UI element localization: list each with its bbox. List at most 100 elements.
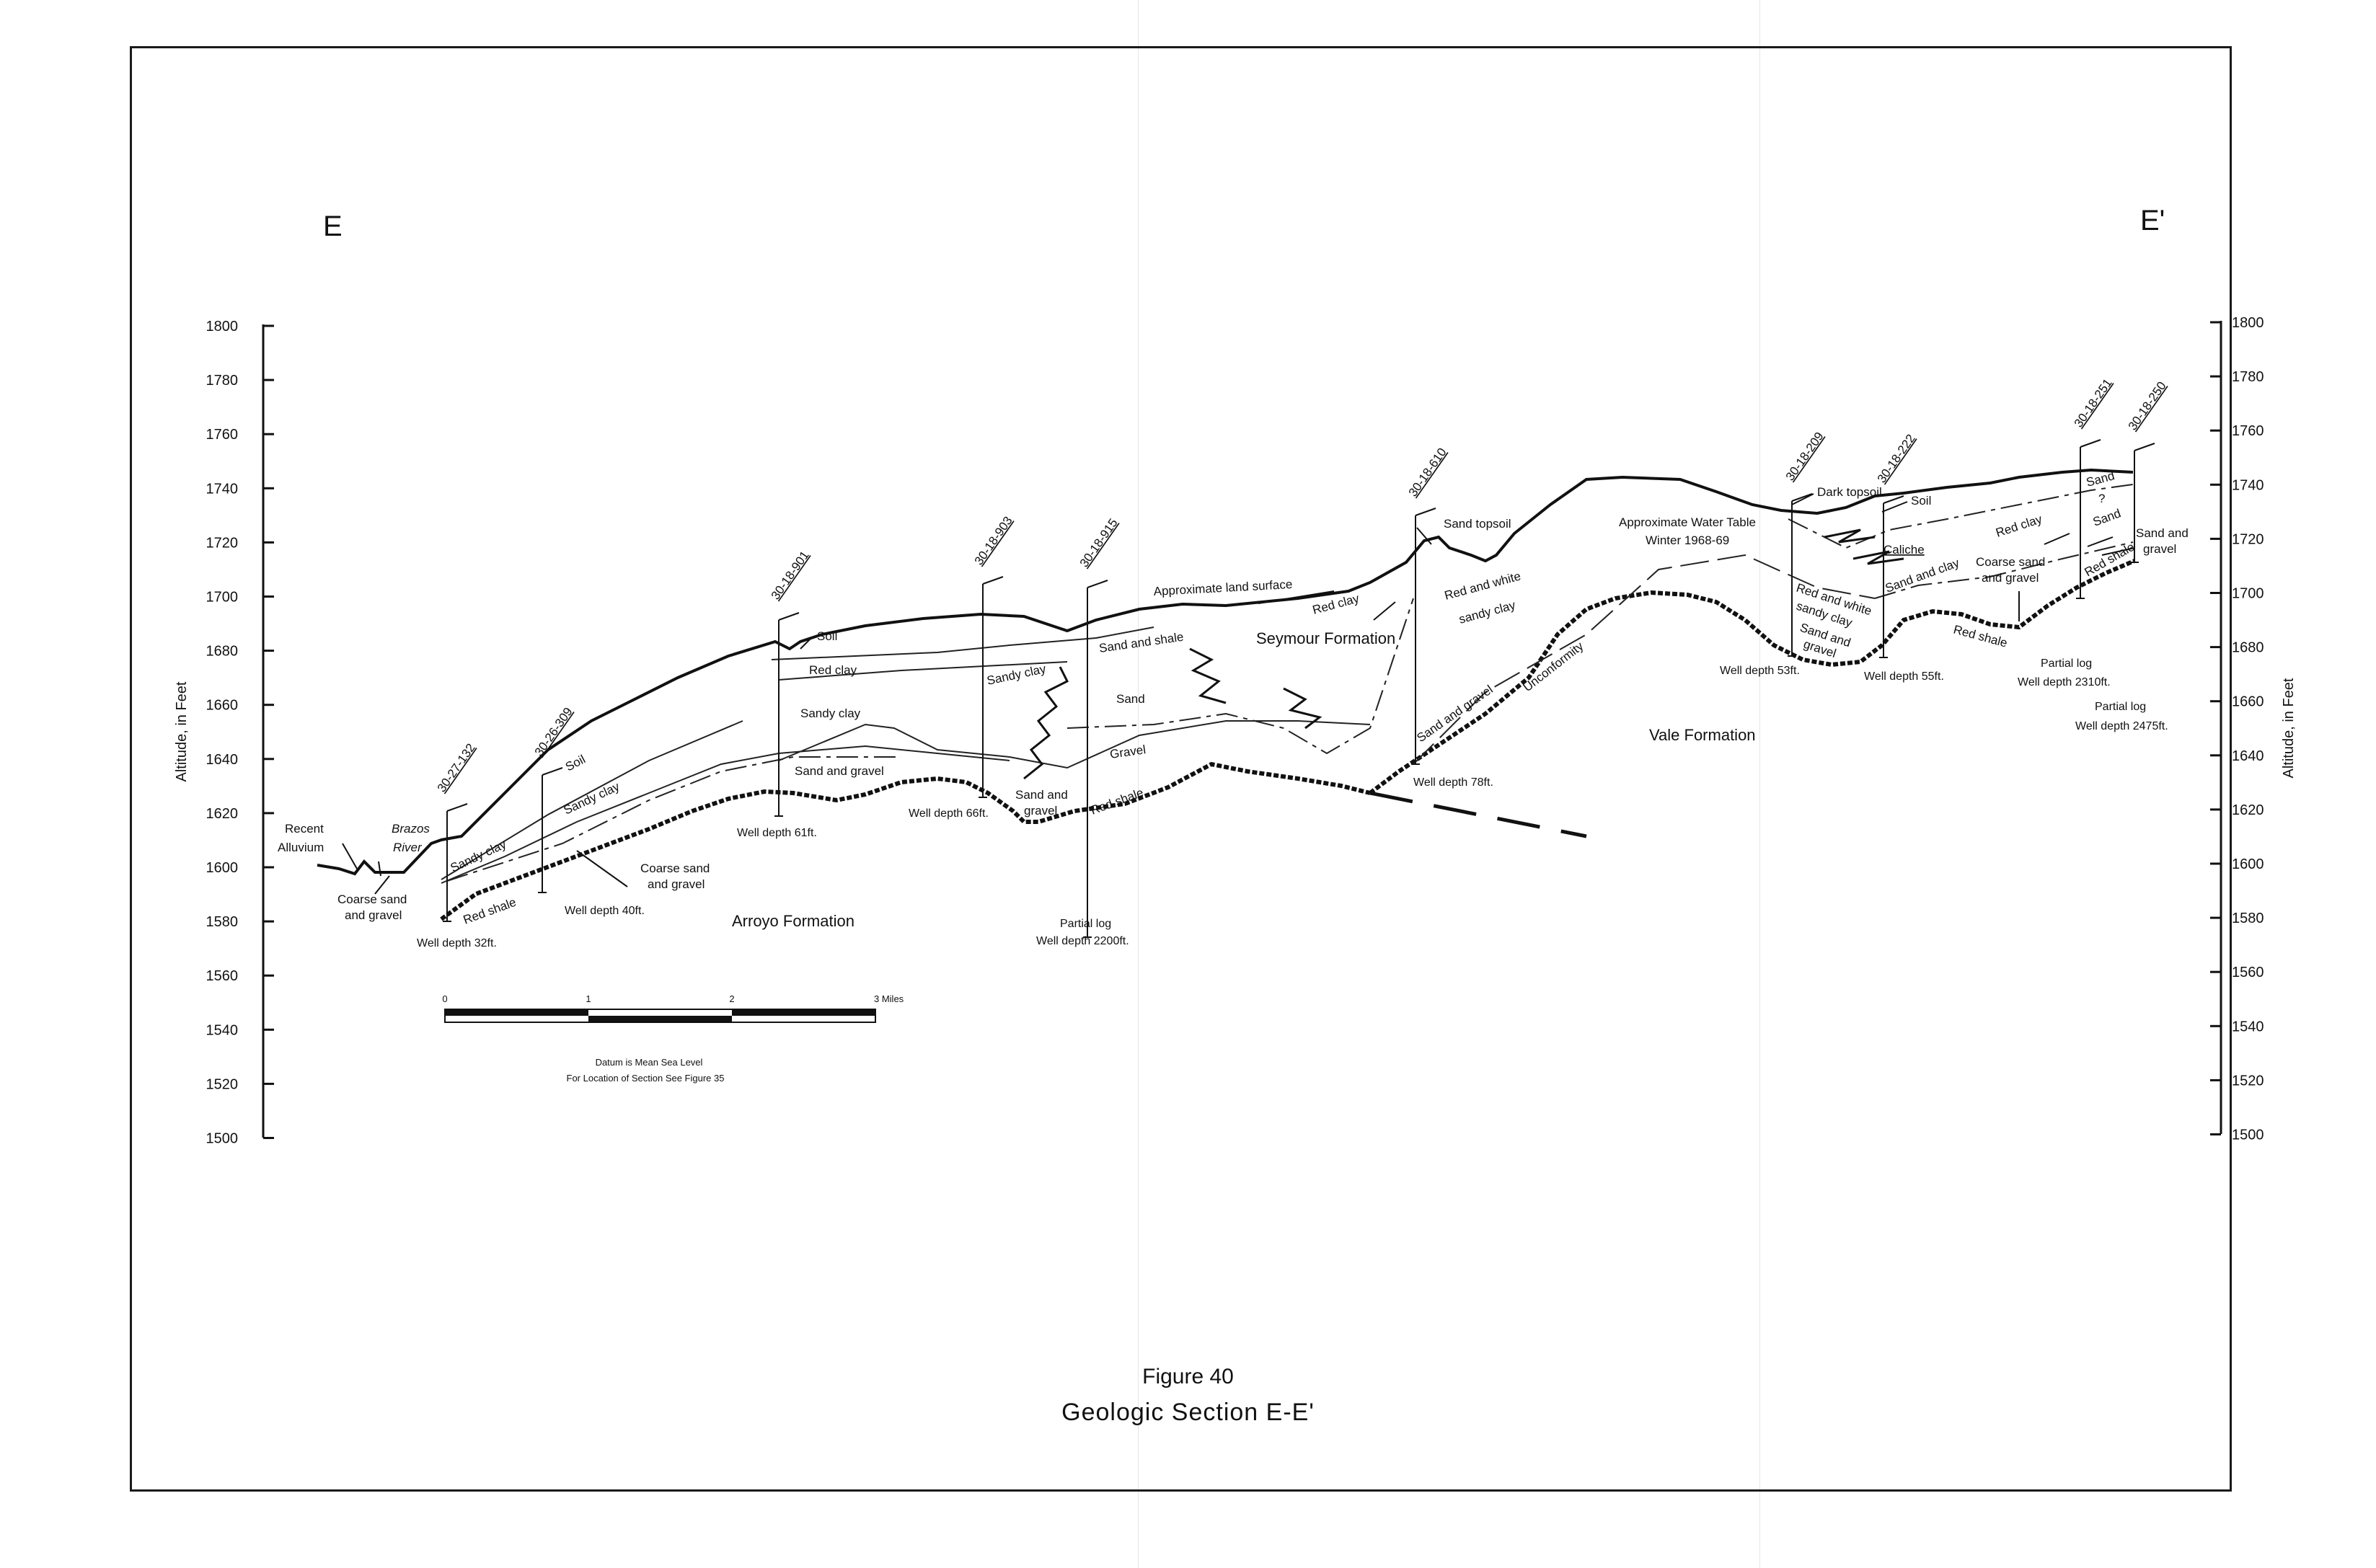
left-axis-tick-label: 1780: [206, 373, 239, 389]
right-axis-tick-label: 1800: [2232, 315, 2264, 331]
annotation-approx-land-surface: Approximate land surface: [1153, 577, 1293, 598]
annotation-sand-and-clay: Sand and clay: [1883, 556, 1961, 595]
sand-lens-zigzags: [1023, 528, 1904, 780]
well-id-label: 30-18-222: [1875, 432, 1918, 485]
annotation-river: River: [393, 841, 423, 854]
scale-tick-3: 3 Miles: [874, 993, 904, 1004]
well-id-label: 30-26-309: [532, 705, 575, 758]
right-axis-tick-label: 1500: [2232, 1128, 2264, 1143]
left-axis-tick-label: 1620: [206, 806, 239, 822]
fold-crease: [1759, 0, 1760, 1568]
datum-note: Datum is Mean Sea Level: [596, 1057, 703, 1068]
annotation-red-and-white-1: Red and white: [1443, 569, 1522, 602]
annotation-sand-topsoil: Sand topsoil: [1444, 517, 1511, 531]
well-id-label: 30-18-251: [2072, 376, 2115, 430]
right-axis-tick-label: 1540: [2232, 1019, 2264, 1035]
annotation-sandy-clay-5: sandy clay: [1457, 598, 1517, 626]
section-end-right-label: E': [2140, 205, 2165, 236]
right-axis-tick-label: 1520: [2232, 1073, 2264, 1089]
well-label-leader: [2080, 439, 2101, 448]
figure-number: Figure 40: [1142, 1365, 1234, 1388]
well-id-label: 30-18-915: [1077, 516, 1121, 570]
left-axis-tick-label: 1640: [206, 752, 239, 768]
annotation-red-shale-2: Red shale: [1089, 786, 1145, 818]
well-id-label: 30-18-903: [972, 514, 1015, 567]
scale-tick-2: 2: [729, 993, 734, 1004]
annotation-sand-3: Sand: [2091, 506, 2123, 528]
stratigraphic-contacts: [441, 484, 2134, 884]
right-axis-tick-label: 1780: [2232, 369, 2264, 385]
right-axis-tick-label: 1640: [2232, 748, 2264, 764]
annotation-brazos: Brazos: [392, 822, 430, 836]
well-label-leader: [542, 767, 563, 776]
annotation-red-shale-1: Red shale: [461, 895, 518, 927]
left-axis-tick-label: 1600: [206, 860, 239, 876]
bedrock-surface-line-east: [1369, 559, 2136, 795]
left-axis-tick-label: 1500: [206, 1131, 239, 1147]
annotation-gravel-2: Gravel: [1109, 743, 1147, 761]
left-axis-tick-label: 1760: [206, 427, 239, 443]
projected-bedrock-line: [1369, 791, 1587, 838]
annotation-dark-topsoil: Dark topsoil: [1817, 485, 1882, 499]
annotation-approx-water-table: Approximate Water Table: [1619, 515, 1756, 529]
well-label-leader: [1883, 495, 1904, 504]
left-axis-tick-label: 1740: [206, 481, 239, 497]
left-axis-tick-label: 1520: [206, 1076, 239, 1092]
figure-border: [130, 46, 2232, 1492]
formation-seymour: Seymour Formation: [1256, 629, 1395, 647]
section-end-left-label: E: [323, 211, 343, 242]
annotation-and-gravel-2: and gravel: [648, 877, 705, 891]
annotation-recent: Recent: [285, 822, 324, 836]
left-axis-tick-label: 1700: [206, 590, 239, 606]
annotation-sandy-clay-2: Sandy clay: [562, 779, 622, 818]
right-axis-tick-label: 1720: [2232, 531, 2264, 547]
land-surface-line: [317, 468, 2134, 876]
well-id-label: 30-18-901: [769, 549, 812, 602]
well-depth-label: Well depth 2475ft.: [2075, 720, 2168, 732]
well-label-leader: [2134, 443, 2155, 451]
leader-lines: [342, 493, 2135, 895]
well-partial-log-label: Partial log: [2041, 657, 2092, 670]
well-partial-log-label: Partial log: [2095, 701, 2146, 713]
right-axis-tick-label: 1760: [2232, 423, 2264, 439]
annotation-soil-1: Soil: [563, 752, 588, 774]
annotation-and-gravel-3: and gravel: [1982, 571, 2039, 585]
annotation-gravel-1: gravel: [1024, 804, 1057, 818]
annotation-and-gravel-left: and gravel: [345, 908, 402, 922]
annotation-soil-3: Soil: [1911, 494, 1931, 508]
right-axis-tick-label: 1680: [2232, 640, 2264, 656]
annotation-gravel-4: gravel: [2143, 542, 2176, 556]
scale-tick-1: 1: [586, 993, 591, 1004]
well-id-label: 30-27-132: [435, 741, 478, 794]
right-axis-tick-label: 1660: [2232, 694, 2264, 710]
right-axis-tick-label: 1700: [2232, 586, 2264, 602]
well-partial-log-label: Partial log: [1060, 918, 1111, 930]
right-altitude-axis: 1800178017601740172017001680166016401620…: [2210, 315, 2297, 1143]
well-label-leader: [778, 612, 800, 621]
well-depth-label: Well depth 61ft.: [737, 827, 817, 839]
annotation-sand-and-shale: Sand and shale: [1098, 630, 1185, 655]
left-axis-tick-label: 1660: [206, 698, 239, 714]
formation-labels: Arroyo Formation Seymour Formation Vale …: [732, 629, 1756, 930]
annotation-coarse-sand-left: Coarse sand: [337, 892, 407, 906]
annotation-winter: Winter 1968-69: [1646, 533, 1729, 547]
location-note: For Location of Section See Figure 35: [567, 1073, 725, 1084]
annotation-sand-1: Sand: [1116, 692, 1145, 706]
left-axis-tick-label: 1800: [206, 319, 239, 335]
formation-vale: Vale Formation: [1649, 726, 1756, 744]
left-axis-tick-label: 1540: [206, 1022, 239, 1038]
left-axis-tick-label: 1720: [206, 535, 239, 551]
well-depth-label: Well depth 66ft.: [909, 807, 989, 820]
annotation-caliche: Caliche: [1883, 543, 1925, 557]
right-axis-tick-label: 1600: [2232, 856, 2264, 872]
annotation-coarse-sand-3: Coarse sand: [1976, 555, 2045, 569]
annotation-red-clay-3: Red clay: [1994, 512, 2044, 540]
annotation-sandy-clay-1: Sandy clay: [449, 837, 509, 875]
well-id-label: 30-18-610: [1406, 446, 1449, 499]
annotation-red-clay-1: Red clay: [809, 663, 857, 677]
well-depth-label: Well depth 32ft.: [417, 937, 497, 949]
annotations: Recent Alluvium Brazos River Coarse sand…: [278, 469, 2189, 927]
annotation-coarse-sand-2: Coarse sand: [640, 861, 710, 875]
well-depth-label: Well depth 2310ft.: [2018, 676, 2111, 688]
